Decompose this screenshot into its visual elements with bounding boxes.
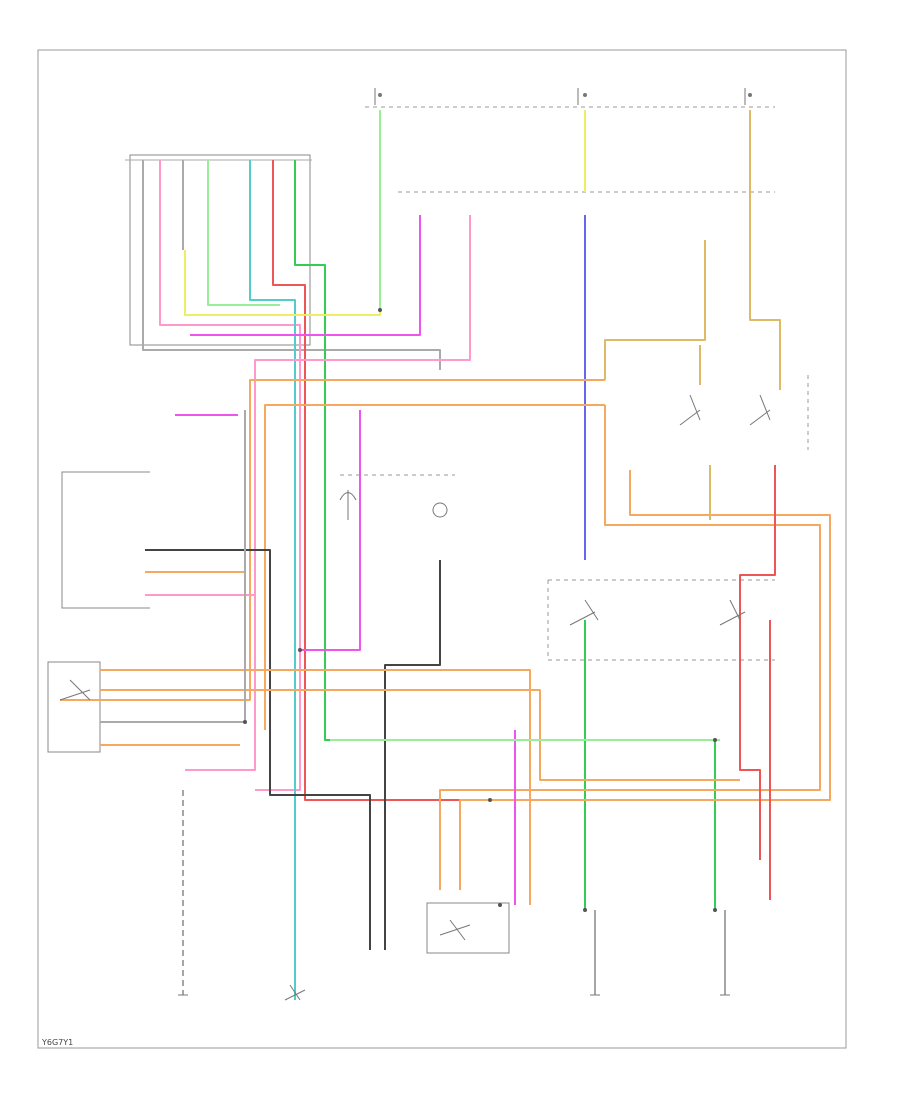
- wire-darkgray-2: [384, 560, 441, 950]
- wire-tan-left: [604, 240, 706, 380]
- wire-green-3: [207, 160, 280, 306]
- sensor-left-symbol: [339, 490, 357, 520]
- wire-orange-3: [439, 405, 821, 890]
- wire-red-1: [272, 160, 520, 801]
- splice-dots: [243, 308, 717, 912]
- wire-tan-right: [749, 110, 781, 390]
- footer-code: Y6G7Y1: [41, 1038, 73, 1047]
- wire-orange-mod-1: [100, 669, 531, 905]
- fuse-2-symbol: [577, 88, 587, 105]
- wire-pink-fuse: [190, 215, 421, 336]
- fuse-3-symbol: [744, 88, 752, 105]
- wire-red-right: [739, 465, 776, 860]
- wire-orange-2: [264, 404, 605, 730]
- top-connector-box: [129, 154, 311, 346]
- wire-green-top: [294, 160, 716, 910]
- wire-darkgray-1: [145, 549, 371, 950]
- wire-magenta-center: [300, 410, 361, 651]
- wire-gray-mod: [100, 410, 246, 723]
- headlamp-switch-contacts: [679, 394, 771, 426]
- wire-orange-mod-2: [100, 689, 740, 781]
- relay-contacts: [569, 599, 746, 626]
- left-module-box: [61, 471, 150, 609]
- wire-orange-1: [60, 379, 605, 701]
- wire-lightblue: [249, 160, 296, 1000]
- left-switch-contact: [59, 679, 91, 701]
- wire-lead-1: [142, 160, 441, 370]
- wire-pink-1: [159, 160, 301, 791]
- sensor-right-symbol: [432, 502, 448, 518]
- wire-pink-right: [185, 215, 471, 771]
- diagram-frame: [37, 49, 847, 1049]
- wire-orange-4: [459, 470, 831, 890]
- left-switch-box: [47, 661, 101, 753]
- bottom-switch-contact: [439, 919, 471, 941]
- bottom-switch-box: [426, 902, 510, 954]
- brake-switch-contact: [284, 984, 306, 1001]
- fuse-1-symbol: [374, 88, 382, 105]
